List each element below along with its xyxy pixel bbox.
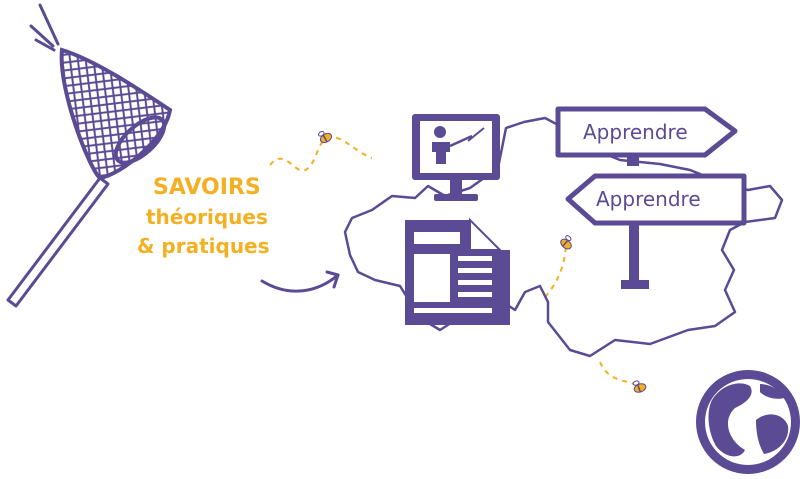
bee-trail	[544, 243, 567, 298]
bee-icon	[632, 380, 647, 393]
bee-icon	[560, 235, 572, 250]
arrow-icon	[260, 270, 340, 293]
bee-trail	[269, 135, 373, 172]
caption-line-3: & pratiques	[137, 234, 270, 258]
sign-top-label: Apprendre	[583, 120, 688, 144]
signpost-icon: Apprendre Apprendre	[555, 106, 747, 289]
computer-screen-icon	[412, 114, 500, 201]
sign-bottom-label: Apprendre	[596, 187, 701, 211]
caption-line-1: SAVOIRS	[153, 175, 261, 200]
caption-line-2: théoriques	[146, 205, 268, 229]
newspaper-icon	[405, 217, 510, 325]
globe-icon	[696, 370, 800, 474]
butterfly-net-icon	[6, 3, 173, 308]
bee-icon	[317, 131, 333, 144]
